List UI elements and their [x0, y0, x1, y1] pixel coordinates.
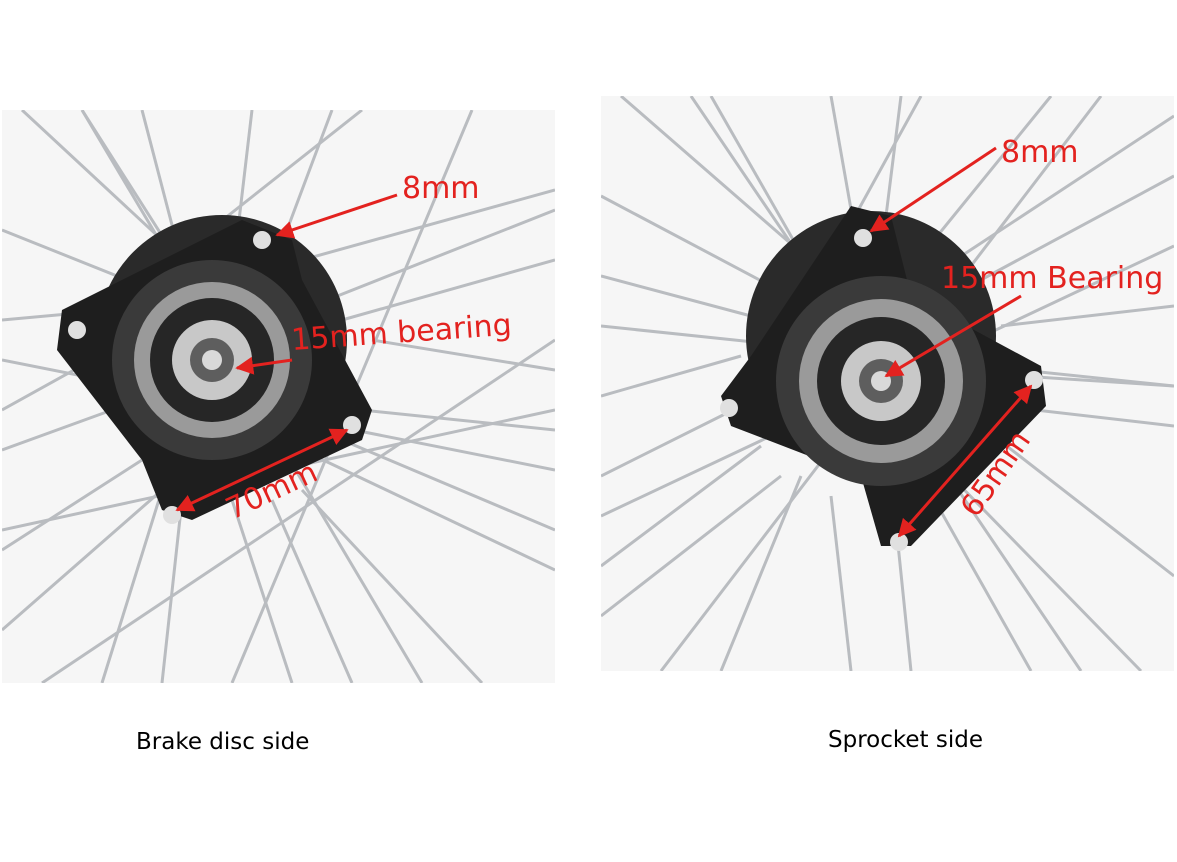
annotations	[175, 193, 398, 512]
hub	[57, 215, 372, 524]
brake-disc-side-photo: 8mm 15mm bearing 70mm	[2, 110, 555, 683]
annotations	[869, 146, 1033, 538]
sprocket-side-photo: 8mm 15mm Bearing 65mm	[601, 96, 1174, 671]
flange-hole-label-right: 8mm	[1001, 135, 1079, 170]
caption-brake-disc-side: Brake disc side	[136, 729, 310, 755]
caption-sprocket-side: Sprocket side	[828, 727, 983, 753]
bearing-label-right: 15mm Bearing	[941, 261, 1163, 296]
flange-hole-label-left: 8mm	[402, 171, 480, 206]
